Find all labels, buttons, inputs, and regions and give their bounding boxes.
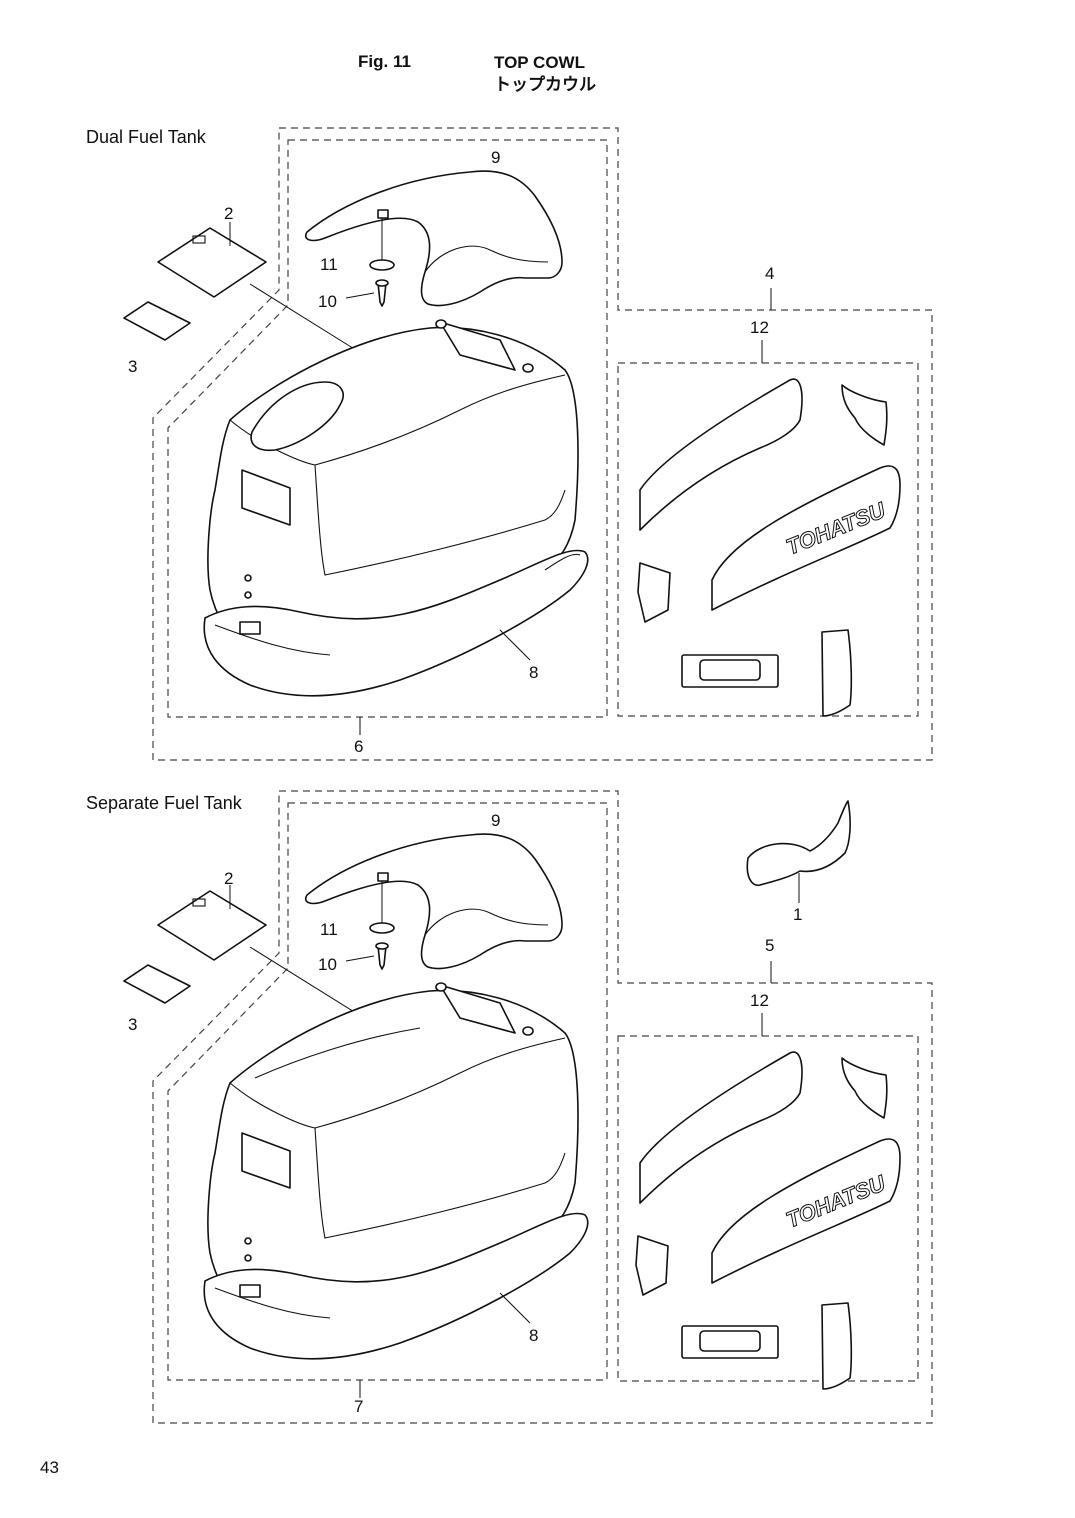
callout-9: 9 <box>491 148 500 167</box>
callout-8: 8 <box>529 663 538 682</box>
figure-title: TOP COWL トップカウル <box>494 52 596 96</box>
decal-shield <box>637 562 671 623</box>
callout-9: 9 <box>491 811 500 830</box>
decal-small-corner <box>841 1057 888 1119</box>
section-label-separate-fuel-tank: Separate Fuel Tank <box>86 793 242 813</box>
decal-tohatsu-brand <box>711 465 901 611</box>
callout-3: 3 <box>128 357 137 376</box>
decal-set-boundary <box>617 362 919 717</box>
assembly-boundary-inner <box>167 802 608 1381</box>
washer-part <box>369 259 395 271</box>
rubber-seal-part <box>203 1212 589 1360</box>
callout-3: 3 <box>128 1015 137 1034</box>
assembly-boundary-outer <box>152 790 933 1424</box>
decal-tohatsu-brand <box>711 1138 901 1284</box>
decal-set-boundary <box>617 1035 919 1382</box>
figure-title-ja: トップカウル <box>494 75 596 94</box>
plate-part <box>123 301 191 341</box>
decal-side-stripe <box>639 378 803 531</box>
decal-shift-indicator <box>821 1302 853 1390</box>
callout-1: 1 <box>793 905 802 924</box>
callout-6: 6 <box>354 737 363 756</box>
handle-part <box>305 170 563 307</box>
washer-part <box>369 922 395 934</box>
callout-11: 11 <box>320 920 338 939</box>
label-sticker-part <box>157 890 267 961</box>
callout-7: 7 <box>354 1397 363 1416</box>
rubber-seal-part <box>203 549 589 697</box>
label-sticker-part <box>157 227 267 298</box>
callout-12: 12 <box>750 318 769 337</box>
callout-11: 11 <box>320 255 338 274</box>
section-dual-fuel-tank: TOHATSU <box>123 127 933 761</box>
plate-part <box>123 964 191 1004</box>
figure-title-en: TOP COWL <box>494 53 585 72</box>
callout-2: 2 <box>224 204 233 223</box>
section-label-dual-fuel-tank: Dual Fuel Tank <box>86 127 206 147</box>
callout-12: 12 <box>750 991 769 1010</box>
handle-part <box>305 833 563 970</box>
callout-2: 2 <box>224 869 233 888</box>
callout-8: 8 <box>529 1326 538 1345</box>
section-separate-fuel-tank: TOHATSU <box>123 790 933 1424</box>
decal-shift-indicator <box>821 629 853 717</box>
page-number: 43 <box>40 1458 59 1477</box>
emblem-part <box>746 800 851 886</box>
callout-10: 10 <box>318 955 337 974</box>
callout-4: 4 <box>765 264 774 283</box>
callout-5: 5 <box>765 936 774 955</box>
assembly-boundary-inner <box>167 139 608 718</box>
figure-number: Fig. 11 <box>358 52 411 71</box>
decal-small-corner <box>841 384 888 446</box>
callout-10: 10 <box>318 292 337 311</box>
decal-side-stripe <box>639 1051 803 1204</box>
decal-shield <box>635 1235 669 1296</box>
assembly-boundary-outer <box>152 127 933 761</box>
